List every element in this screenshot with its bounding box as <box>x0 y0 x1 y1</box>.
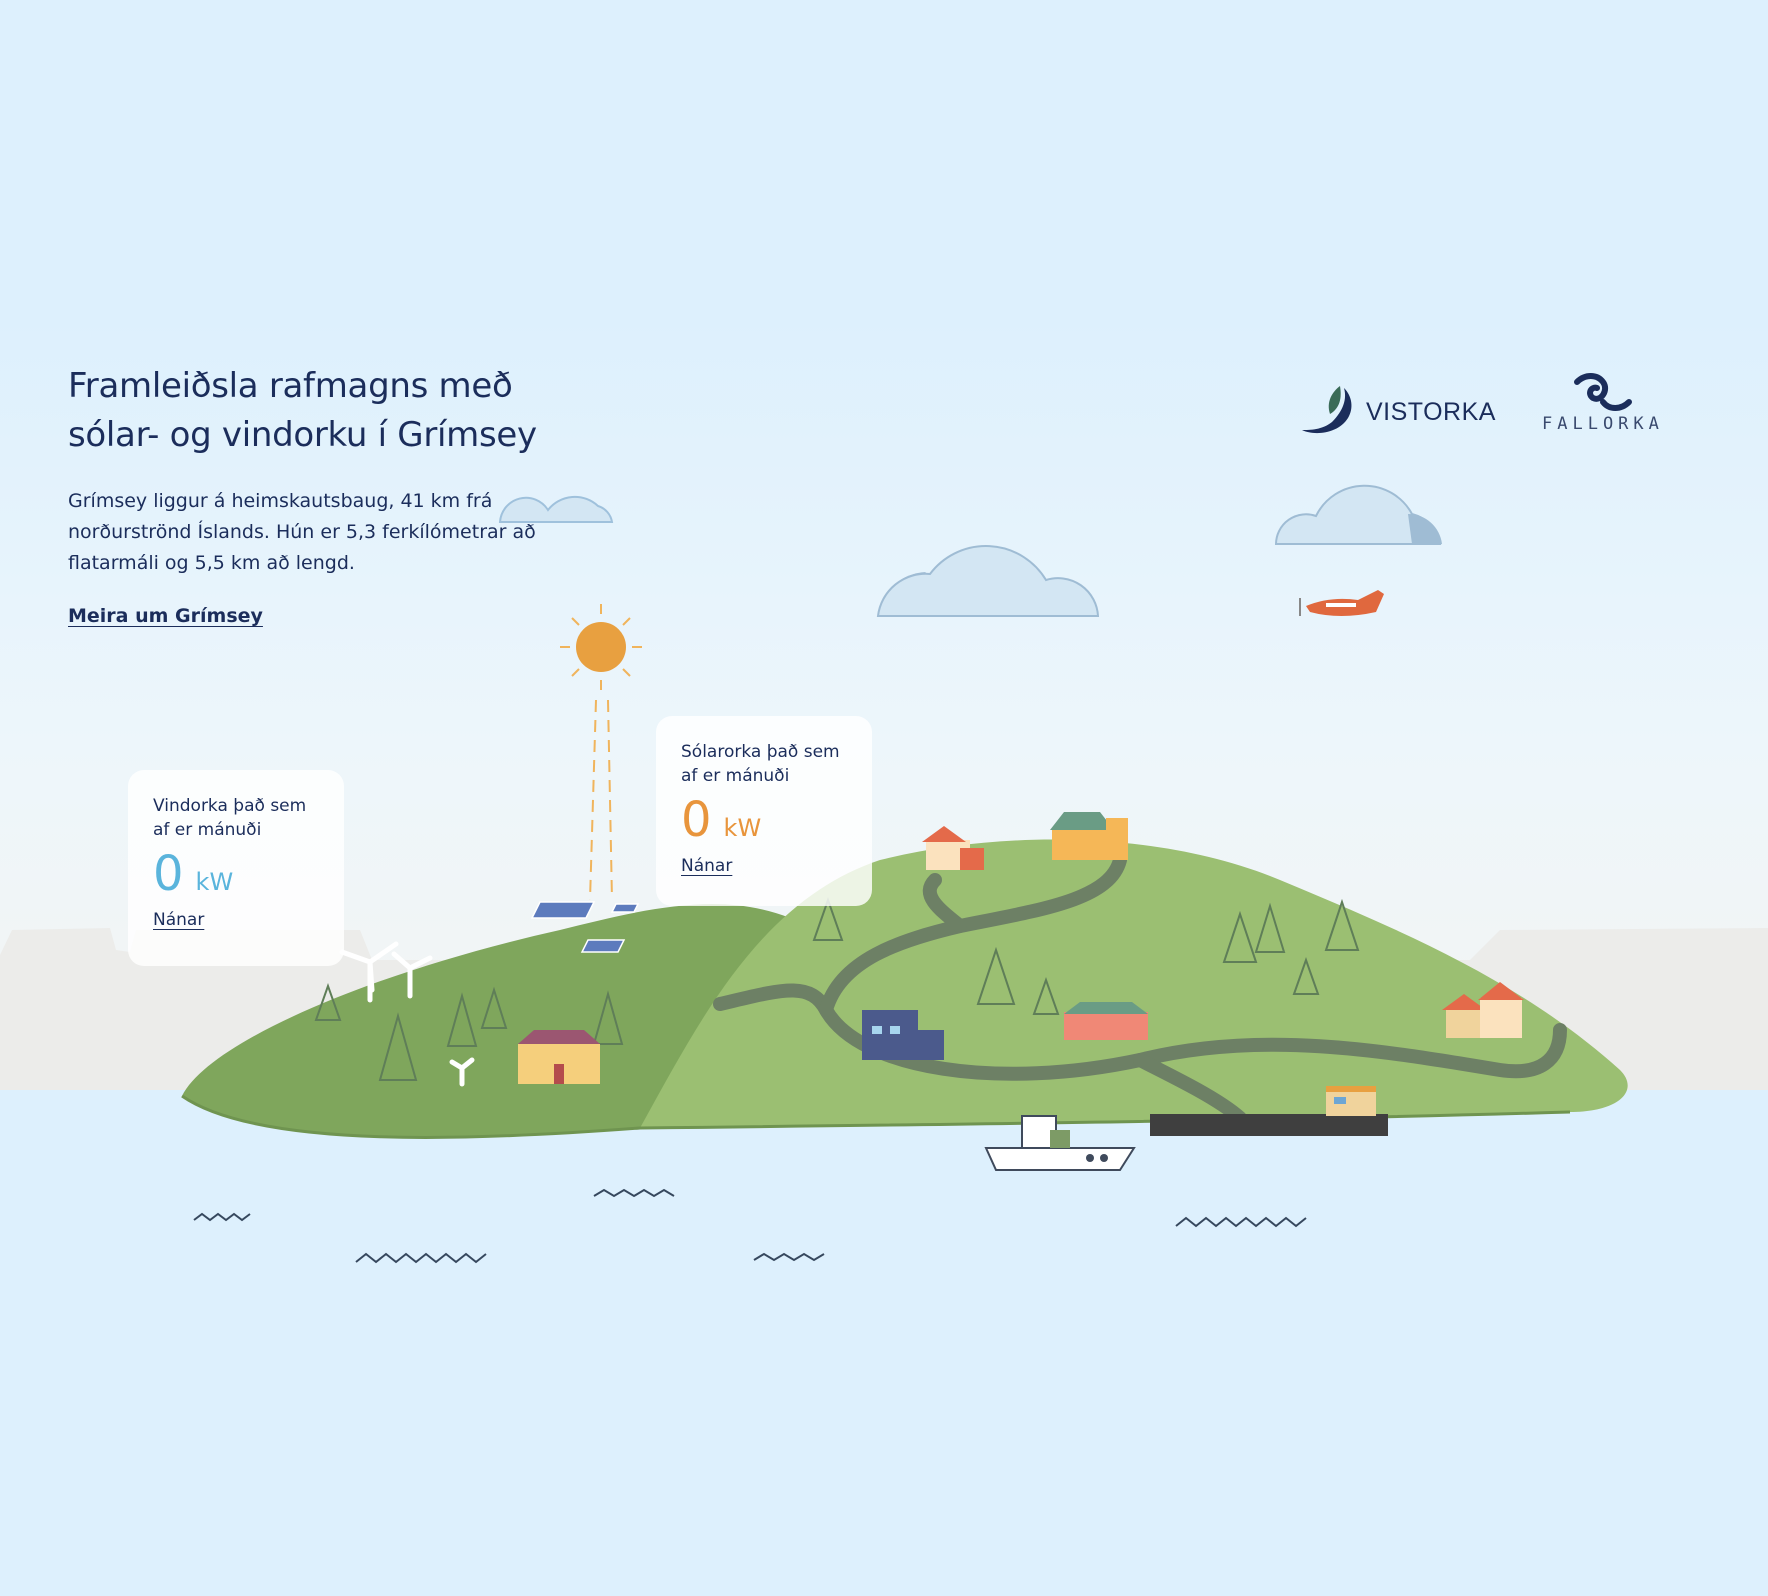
more-about-grimsey-link[interactable]: Meira um Grímsey <box>68 605 263 627</box>
trees <box>314 896 1360 1081</box>
house-hill-2 <box>1050 812 1128 860</box>
house-west <box>518 1030 600 1084</box>
harbor-pier <box>1150 1086 1388 1136</box>
fallorka-logo[interactable]: FALLORKA <box>1542 372 1664 434</box>
house-east <box>1442 982 1524 1038</box>
sea-waves <box>193 1188 1307 1264</box>
leaf-icon <box>1302 386 1352 434</box>
roads <box>713 853 1567 1125</box>
sun <box>560 604 642 901</box>
solar-panels <box>530 901 640 953</box>
sea <box>0 1090 1768 1596</box>
house-navy <box>862 1010 944 1060</box>
wind-energy-value: 0 <box>153 846 184 902</box>
island-west-hill <box>182 904 790 1138</box>
vistorka-wordmark: VISTORKA <box>1366 397 1496 426</box>
wind-energy-card: Vindorka það sem af er mánuði 0 kW Nánar <box>128 770 344 966</box>
fallorka-wordmark: FALLORKA <box>1542 414 1664 434</box>
solar-energy-card: Sólarorka það sem af er mánuði 0 kW Nána… <box>656 716 872 906</box>
solar-energy-value: 0 <box>681 792 712 848</box>
houses <box>518 812 1524 1084</box>
cloud-1 <box>498 495 614 523</box>
airplane <box>1299 590 1384 616</box>
cloud-3 <box>1274 484 1442 545</box>
swirl-icon <box>1573 373 1632 411</box>
wind-details-link[interactable]: Nánar <box>153 910 205 930</box>
wind-turbines <box>339 941 475 1087</box>
wind-energy-label: Vindorka það sem af er mánuði <box>153 796 307 840</box>
vistorka-logo[interactable]: VISTORKA <box>1296 384 1496 440</box>
solar-energy-unit: kW <box>723 814 762 842</box>
house-coral <box>1064 1002 1148 1040</box>
cloud-2 <box>876 545 1100 617</box>
intro-description: Grímsey liggur á heimskautsbaug, 41 km f… <box>68 490 536 574</box>
house-hill-1 <box>922 826 984 870</box>
solar-details-link[interactable]: Nánar <box>681 856 733 876</box>
ship <box>984 1115 1136 1171</box>
solar-energy-label: Sólarorka það sem af er mánuði <box>681 742 840 786</box>
wind-energy-unit: kW <box>195 868 234 896</box>
